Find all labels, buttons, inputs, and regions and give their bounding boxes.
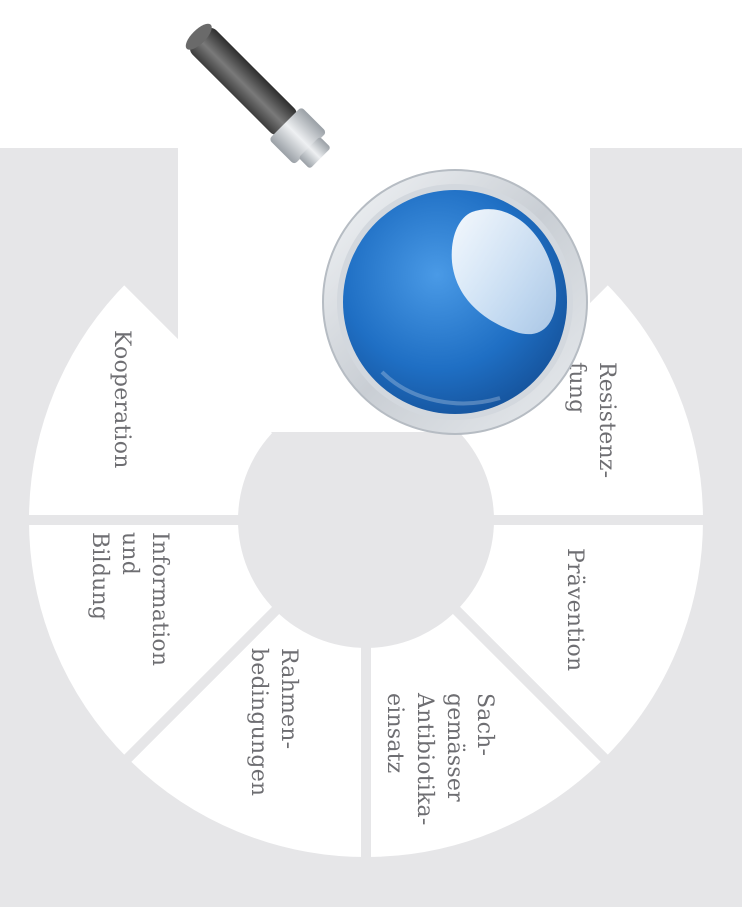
label-information: Information und Bildung bbox=[87, 532, 172, 673]
label-rahmen: Rahmen- bedingungen bbox=[246, 648, 301, 796]
magnifying-glass-icon bbox=[185, 23, 588, 435]
magnifier-handle bbox=[190, 28, 297, 135]
label-resistenz: Resistenz- fung bbox=[564, 362, 619, 485]
magnifier-neck bbox=[299, 137, 330, 168]
magnifier-handle-cap bbox=[185, 23, 212, 50]
magnifier-reflection bbox=[380, 370, 501, 406]
label-kooperation: Kooperation bbox=[109, 330, 134, 469]
label-sachgemaesser: Sach- gemässer Antibiotika- einsatz bbox=[382, 692, 497, 833]
magnifier-collar bbox=[270, 108, 326, 164]
label-praevention: Prävention bbox=[562, 548, 587, 671]
wheel-hub bbox=[238, 392, 494, 648]
magnifier-shine bbox=[451, 209, 557, 335]
wheel-labels: Resistenz- fung Prävention Sach- gemässe… bbox=[87, 330, 619, 833]
